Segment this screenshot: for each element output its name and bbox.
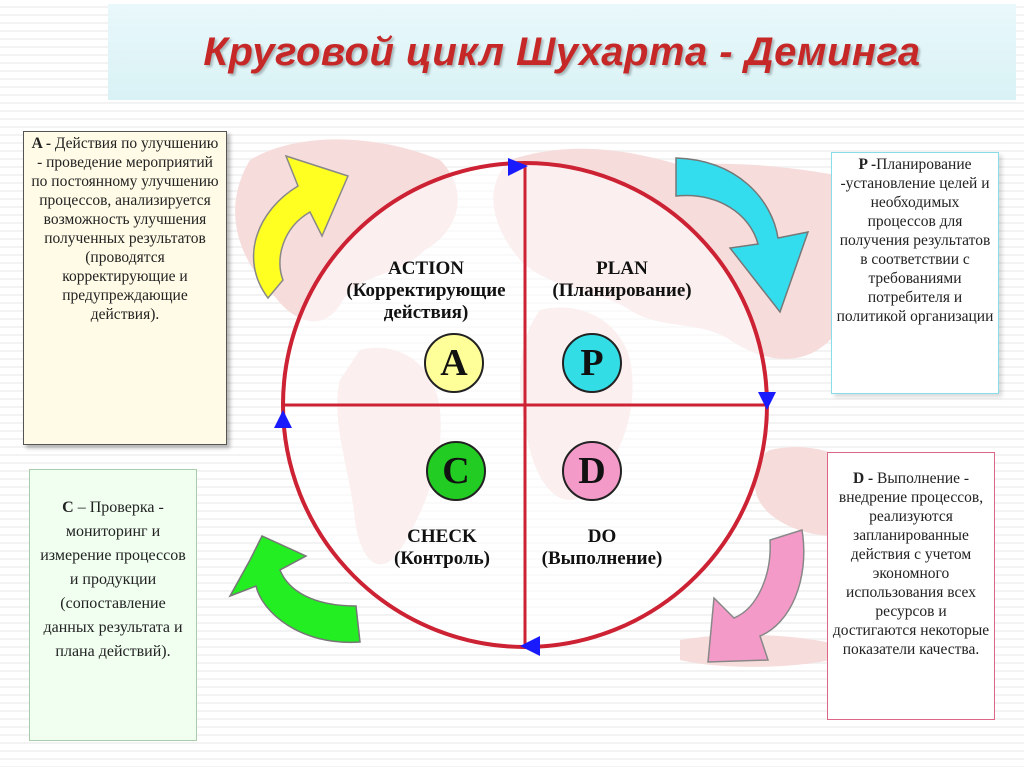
note-do-text: Выполнение - внедрение процессов, реализ…	[832, 470, 990, 658]
note-check: С – Проверка - мониторинг и измерение пр…	[29, 469, 197, 741]
curved-arrow-green-icon	[228, 535, 361, 643]
note-do: D - Выполнение - внедрение процессов, ре…	[827, 452, 995, 720]
note-plan: P -Планирование -установление целей и не…	[831, 152, 999, 394]
curved-arrow-yellow-icon	[252, 154, 350, 300]
do-label-ru: (Выполнение)	[541, 548, 663, 569]
note-action: A - Действия по улучшению - проведение м…	[23, 131, 227, 445]
check-label-en: CHECK	[407, 526, 477, 547]
do-label: DO (Выполнение)	[494, 526, 710, 570]
note-action-text: Действия по улучшению - проведение мероп…	[31, 135, 219, 323]
note-do-key: D -	[852, 470, 874, 487]
note-check-text: – Проверка - мониторинг и измерение проц…	[40, 499, 186, 660]
action-label-en: ACTION	[387, 258, 464, 279]
action-label-ru-2: действия)	[383, 302, 469, 323]
do-label-en: DO	[587, 526, 617, 547]
check-label-ru: (Контроль)	[393, 548, 491, 569]
flow-marker-top-icon	[508, 158, 528, 176]
do-letter-circle: D	[562, 441, 622, 501]
note-action-key: A -	[31, 135, 55, 152]
note-plan-text: Планирование -установление целей и необх…	[836, 156, 994, 325]
plan-letter-circle: P	[562, 333, 622, 393]
curved-arrow-cyan-icon	[675, 157, 810, 314]
page-title: Круговой цикл Шухарта - Деминга	[203, 30, 921, 74]
plan-label-en: PLAN	[596, 258, 648, 279]
plan-label: PLAN (Планирование)	[514, 258, 730, 302]
flow-marker-right-icon	[758, 392, 776, 410]
curved-arrow-pink-icon	[707, 529, 805, 663]
action-label: ACTION (Корректирующие действия)	[318, 258, 534, 324]
note-plan-key: P -	[858, 156, 877, 173]
note-check-key: С	[62, 499, 74, 516]
action-letter-circle: A	[424, 333, 484, 393]
title-band	[108, 4, 1016, 100]
check-letter-circle: C	[426, 441, 486, 501]
flow-marker-left-icon	[274, 410, 292, 428]
check-label: CHECK (Контроль)	[334, 526, 550, 570]
flow-marker-bottom-icon	[520, 636, 540, 656]
plan-label-ru: (Планирование)	[552, 280, 692, 301]
action-label-ru: (Корректирующие	[346, 280, 506, 301]
